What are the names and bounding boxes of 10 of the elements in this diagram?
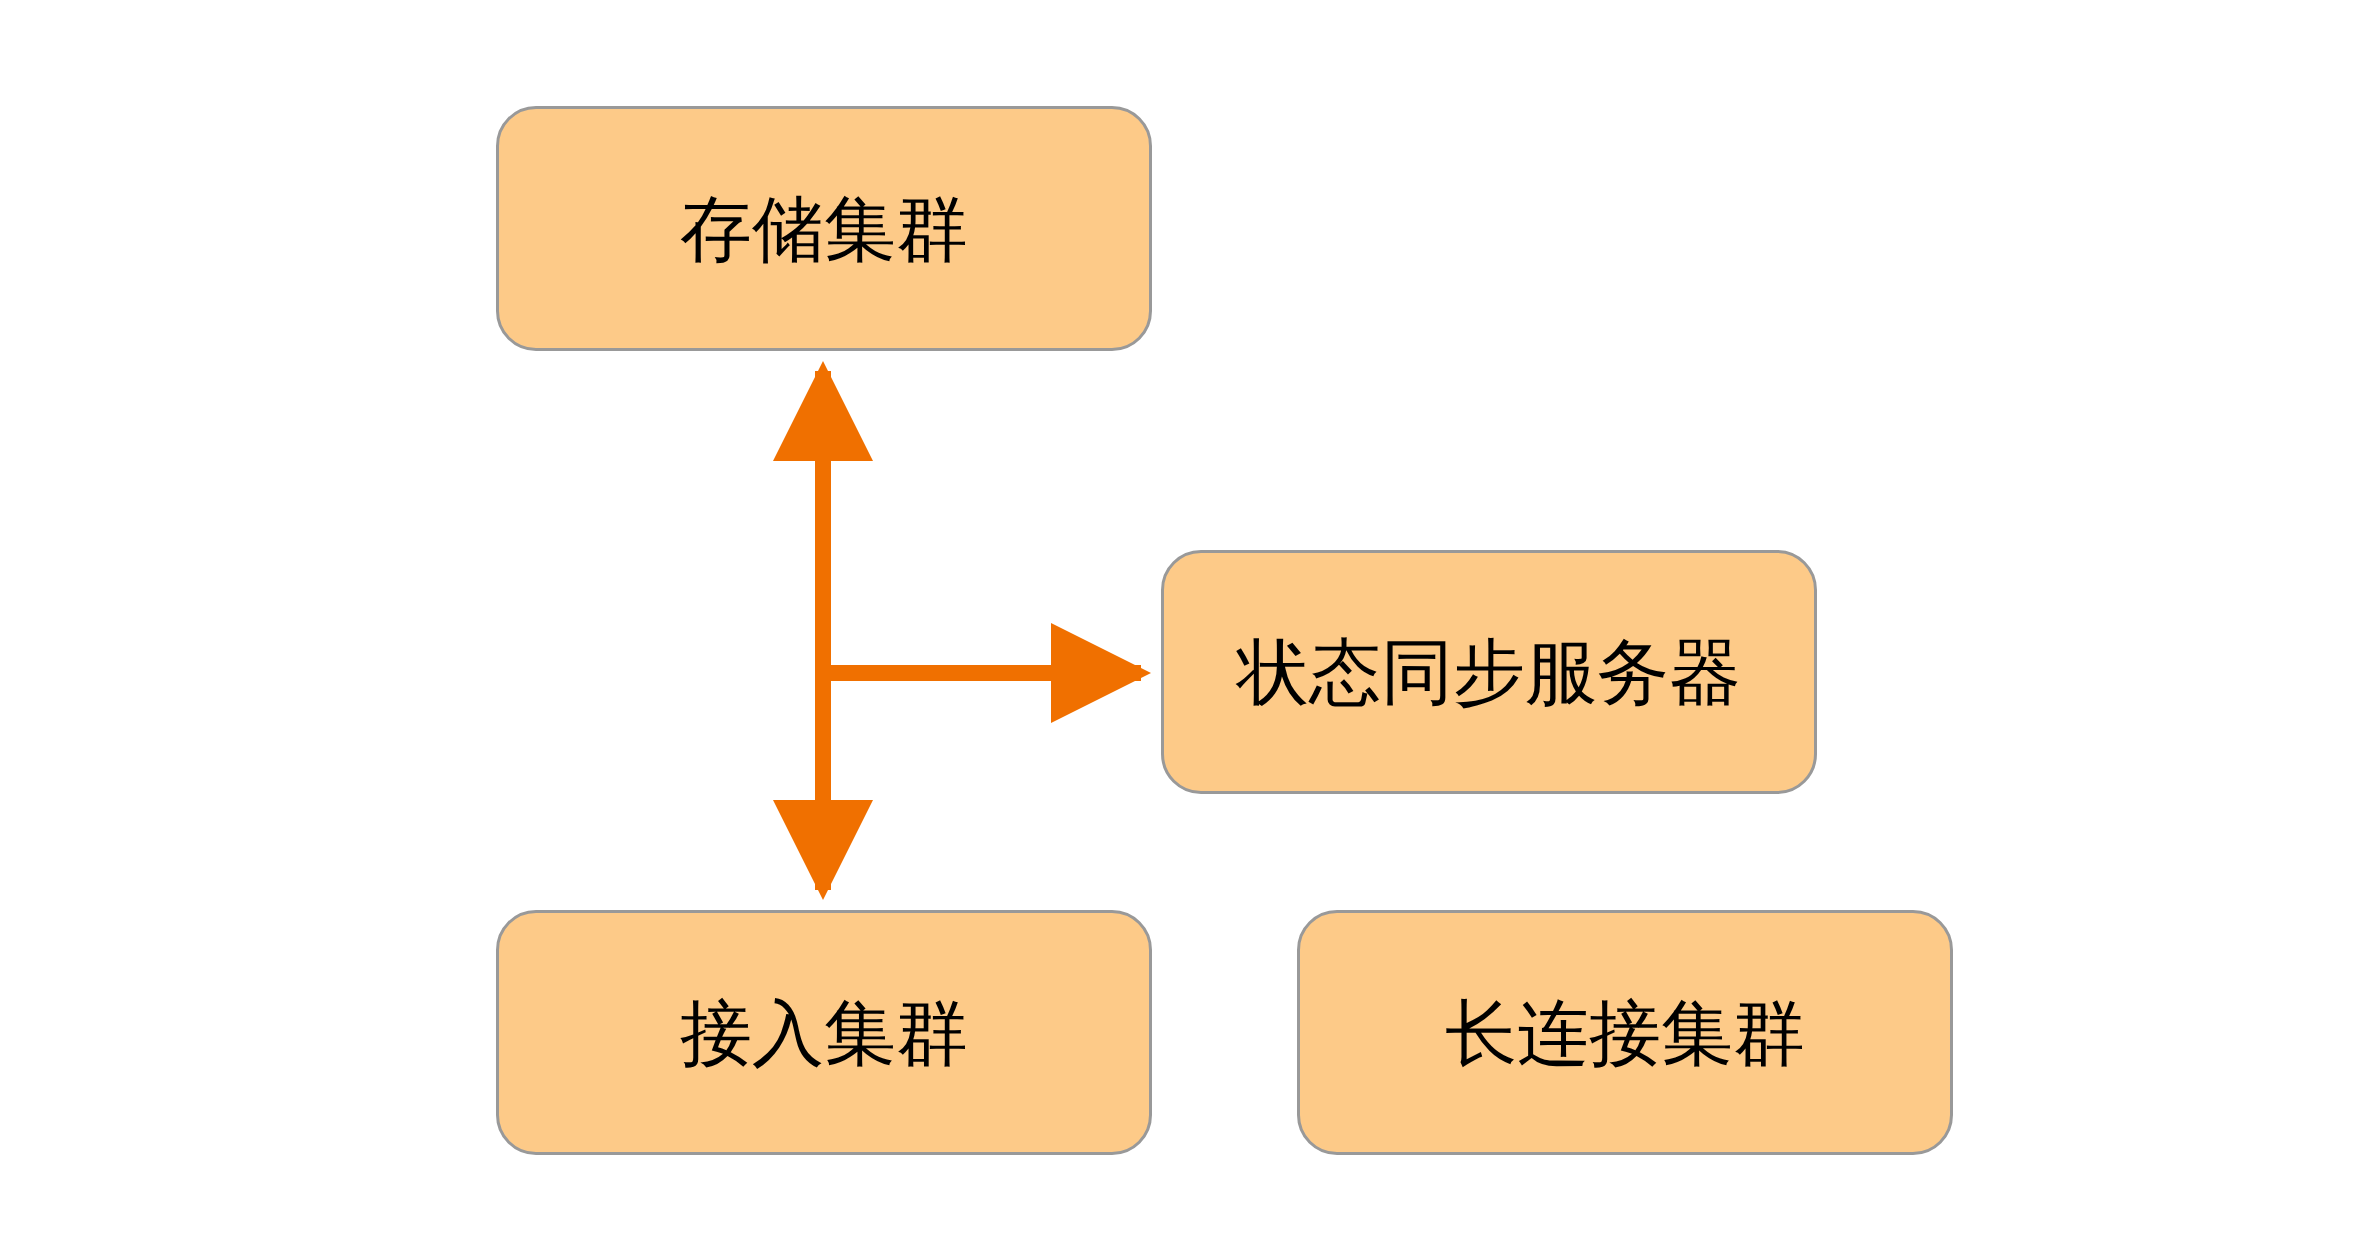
process-box: [496, 106, 1152, 351]
process-box: [496, 910, 1152, 1155]
box-label: 接入集群: [680, 996, 968, 1069]
box-label: 长连接集群: [1445, 996, 1805, 1069]
box-label: 存储集群: [680, 192, 968, 265]
process-box: [1297, 910, 1953, 1155]
process-box: [1161, 550, 1817, 794]
box-label: 状态同步服务器: [1237, 636, 1741, 708]
arrow: [773, 673, 873, 900]
arrow: [773, 361, 873, 673]
